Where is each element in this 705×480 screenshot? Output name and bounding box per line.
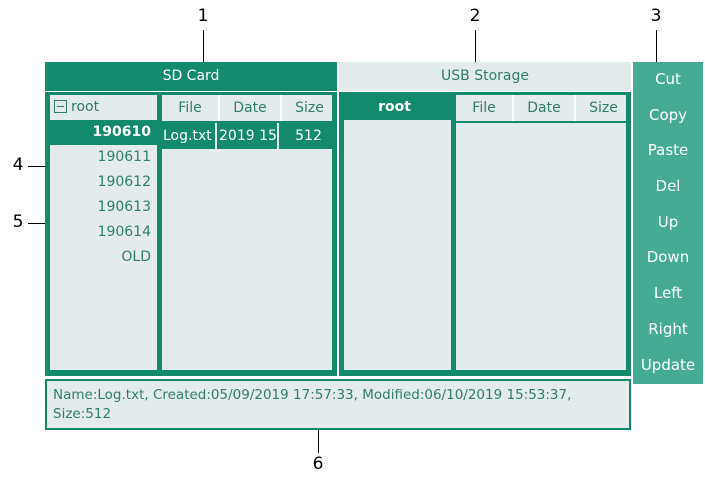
usb-storage-body: root File Date Size [339,92,631,376]
sd-card-tab[interactable]: SD Card [45,62,337,91]
usb-column-header-size[interactable]: Size [589,100,618,116]
del-button[interactable]: Del [655,177,681,196]
callout-label-2: 2 [469,6,481,26]
callout-label-5: 5 [12,212,24,232]
sd-tree-empty-area [50,270,157,370]
usb-tree-empty-area [344,120,451,370]
file-info-status-bar: Name:Log.txt, Created:05/09/2019 17:57:3… [45,379,631,430]
sd-tree-node-190611[interactable]: 190611 [50,145,157,170]
callout-label-6: 6 [312,454,324,474]
sd-cell-date: 2019 15 [219,123,279,149]
sd-file-rows: Log.txt 2019 15 512 [162,123,332,370]
callout-label-3: 3 [650,6,662,26]
usb-tree-node-root[interactable]: root [344,95,451,120]
sd-tree-nodes: root 190610 190611 190612 190613 190614 … [50,95,157,370]
up-button[interactable]: Up [657,212,679,231]
sd-column-header-date[interactable]: Date [233,100,267,116]
sd-tree-node-root[interactable]: root [50,95,157,120]
copy-button[interactable]: Copy [648,105,688,124]
usb-header-divider-2 [574,95,576,121]
sd-file-list[interactable]: File Date Size Log.txt 2019 15 512 [162,95,332,370]
callout-label-1: 1 [197,6,209,26]
sd-header-divider-1 [218,95,220,121]
callout-leader-3 [656,30,657,66]
sd-tree-node-190614[interactable]: 190614 [50,220,157,245]
right-button[interactable]: Right [648,319,688,338]
sd-tree-node-190612[interactable]: 190612 [50,170,157,195]
usb-tree-nodes: root [344,95,451,370]
usb-file-list[interactable]: File Date Size [456,95,626,370]
operation-button-column: Cut Copy Paste Del Up Down Left Right Up… [633,62,703,384]
usb-directory-tree[interactable]: root [344,95,451,370]
update-button[interactable]: Update [640,355,696,374]
paste-button[interactable]: Paste [647,141,689,160]
callout-label-4: 4 [12,155,24,175]
callout-leader-6 [318,408,319,453]
table-row[interactable]: Log.txt 2019 15 512 [162,123,332,149]
sd-tree-node-190613[interactable]: 190613 [50,195,157,220]
sd-column-header-file[interactable]: File [178,100,202,116]
sd-card-body: root 190610 190611 190612 190613 190614 … [45,92,337,376]
left-button[interactable]: Left [653,284,683,303]
sd-tree-root-label: root [71,99,100,115]
usb-column-header-date[interactable]: Date [527,100,561,116]
sd-cell-file: Log.txt [162,123,217,149]
callout-leader-2 [475,30,476,66]
usb-file-rows [456,123,626,370]
sd-tree-node-old[interactable]: OLD [50,245,157,270]
sd-column-header-size[interactable]: Size [295,100,324,116]
collapse-minus-icon[interactable] [54,100,67,113]
sd-cell-size: 512 [295,128,322,144]
down-button[interactable]: Down [646,248,690,267]
usb-storage-pane: USB Storage root File Date Size [339,62,631,376]
callout-leader-1 [203,30,204,66]
usb-storage-tab[interactable]: USB Storage [339,62,631,91]
sd-header-divider-2 [280,95,282,121]
sd-file-list-header: File Date Size [162,95,332,123]
file-manager-window: SD Card root 190610 190611 190612 190613… [45,62,703,430]
usb-column-header-file[interactable]: File [472,100,496,116]
sd-card-pane: SD Card root 190610 190611 190612 190613… [45,62,337,376]
sd-tree-node-190610[interactable]: 190610 [50,120,157,145]
usb-header-divider-1 [512,95,514,121]
usb-file-list-header: File Date Size [456,95,626,123]
sd-directory-tree[interactable]: root 190610 190611 190612 190613 190614 … [50,95,157,370]
cut-button[interactable]: Cut [655,70,681,88]
